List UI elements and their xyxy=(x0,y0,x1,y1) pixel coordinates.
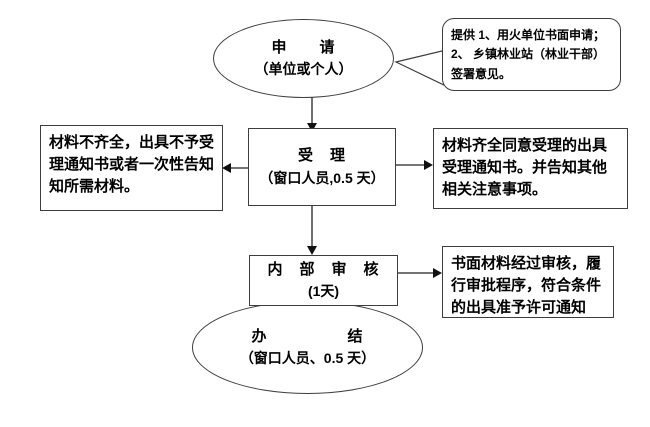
node-accept: 受 理 （窗口人员,0.5 天） xyxy=(248,128,396,206)
node-complete-note: 材料齐全同意受理的出具受理通知书。并告知其他相关注意事项。 xyxy=(433,128,628,209)
arrow-accept-to-complete xyxy=(395,160,433,170)
node-internal-review-subtitle: (1天) xyxy=(307,283,340,300)
node-apply-subtitle: （单位或个人） xyxy=(254,61,353,78)
node-accept-title: 受 理 xyxy=(297,147,346,165)
node-apply-title: 申 请 xyxy=(271,38,336,56)
arrow-apply-to-accept xyxy=(307,95,317,132)
node-internal-review-title: 内 部 审 核 xyxy=(267,260,380,278)
node-accept-subtitle: （窗口人员,0.5 天） xyxy=(259,169,385,186)
node-done-subtitle: （窗口人员、0.5 天） xyxy=(239,350,376,367)
node-apply-note: 提供 1、用火单位书面申请； 2、 乡镇林业站（林业干部） 签署意见。 xyxy=(442,18,621,91)
node-done-title: 办 结 xyxy=(251,327,364,345)
arrow-accept-to-incomplete xyxy=(222,163,249,173)
node-review-note: 书面材料经过审核，履行审批程序，符合条件的出具准予许可通知 xyxy=(442,246,614,318)
arrow-review-to-result xyxy=(398,268,442,278)
arrow-accept-to-review xyxy=(307,206,317,255)
callout-tail xyxy=(394,49,447,87)
node-done: 办 结 （窗口人员、0.5 天） xyxy=(192,301,423,394)
node-internal-review: 内 部 审 核 (1天) xyxy=(249,255,398,306)
node-incomplete-note: 材料不齐全，出具不予受理通知书或者一次性告知知所需材料。 xyxy=(40,125,223,211)
node-apply: 申 请 （单位或个人） xyxy=(213,19,394,98)
